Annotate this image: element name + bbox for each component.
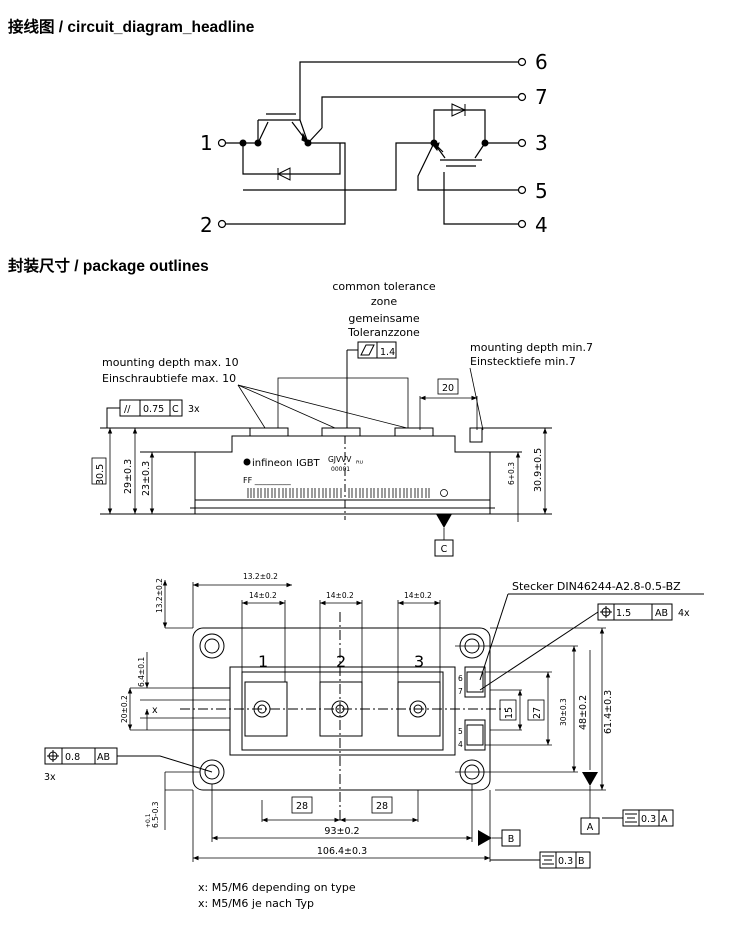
dim-48: 48±0.2 (578, 695, 589, 730)
dim-30-5: 30.5 (95, 464, 106, 485)
pin-label-1: 1 (200, 131, 213, 155)
datum-c-label: C (441, 544, 448, 555)
dim-6-5-sup: +0.1 (145, 813, 152, 828)
mounting-depth-max-text: mounting depth max. 10 (102, 356, 239, 369)
dim-14-c: 14±0.2 (404, 591, 432, 600)
hole-count: 3x (44, 772, 56, 783)
dim-61-4: 61.4±0.3 (603, 690, 614, 734)
parallelism-datum: C (172, 404, 179, 415)
package-outlines-heading: 封装尺寸 / package outlines (8, 258, 209, 275)
dim-106-4: 106.4±0.3 (317, 846, 367, 857)
common-tolerance-text-4: Toleranzzone (347, 326, 420, 339)
circuit-diagram-heading: 接线图 / circuit_diagram_headline (8, 19, 255, 36)
parallelism-value: 0.75 (143, 404, 164, 415)
terminal-label-3: 3 (414, 652, 424, 671)
dim-23: 23±0.3 (141, 461, 152, 496)
connector-count: 4x (678, 608, 690, 619)
flat-a-datum: A (661, 814, 668, 825)
parallelism-count: 3x (188, 404, 200, 415)
connector-tol: 1.5 (616, 608, 631, 619)
dim-15: 15 (504, 707, 515, 719)
dim-14-a: 14±0.2 (249, 591, 277, 600)
einschraubtiefe-text: Einschraubtiefe max. 10 (102, 372, 236, 385)
dim-27: 27 (532, 707, 543, 719)
side-view: common tolerance zone gemeinsame Toleran… (91, 280, 593, 557)
common-tolerance-text-1: common tolerance (332, 280, 436, 293)
tolerance-value: 1.4 (380, 347, 395, 358)
dim-93: 93±0.2 (324, 826, 359, 837)
top-view: 1 2 3 6 7 5 4 Stecker DIN46244-A2.8-0.5-… (44, 572, 704, 869)
dim-20: 20 (442, 383, 454, 394)
note-line-1: x: M5/M6 depending on type (198, 881, 356, 894)
dim-6: 6+0.3 (507, 462, 516, 485)
pin-label-6: 6 (535, 50, 548, 74)
notes: x: M5/M6 depending on type x: M5/M6 je n… (198, 881, 356, 910)
flat-b-value: 0.3 (558, 856, 573, 867)
einstecktiefe-text: Einstecktiefe min.7 (470, 355, 576, 368)
dim-6-4: 6.4±0.1 (137, 657, 146, 687)
hole-datum: AB (97, 752, 110, 763)
note-line-2: x: M5/M6 je nach Typ (198, 897, 314, 910)
circuit-diagram (217, 57, 527, 229)
pin-label-4: 4 (535, 213, 548, 237)
code-text-1: GJVVV (328, 455, 352, 464)
hole-tol: 0.8 (65, 752, 80, 763)
product-text: IGBT (296, 458, 321, 469)
flat-a-value: 0.3 (641, 814, 656, 825)
aux-pin-label-7: 7 (458, 687, 463, 696)
dim-13-2-vertical: 13.2±0.2 (155, 578, 164, 613)
connector-label: Stecker DIN46244-A2.8-0.5-BZ (512, 580, 681, 593)
pin-label-7: 7 (535, 85, 548, 109)
dim-30-3: 30±0.3 (559, 698, 568, 726)
aux-pin-label-6: 6 (458, 674, 463, 683)
aux-pin-label-5: 5 (458, 727, 463, 736)
dim-30-9: 30.9±0.5 (533, 448, 544, 492)
circuit-pin-labels: 1 2 3 4 5 6 7 (200, 50, 548, 237)
dim-14-b: 14±0.2 (326, 591, 354, 600)
brand-logo-text: infineon (252, 458, 292, 469)
parallelism-symbol: // (124, 404, 131, 415)
flat-b-datum: B (578, 856, 585, 867)
terminal-label-2: 2 (336, 652, 346, 671)
pin-label-3: 3 (535, 131, 548, 155)
x-mark: x (152, 705, 158, 716)
dim-28-a: 28 (296, 801, 308, 812)
dim-13-2-horizontal: 13.2±0.2 (243, 572, 278, 581)
dim-20-vertical: 20±0.2 (120, 695, 129, 723)
mounting-depth-min-text: mounting depth min.7 (470, 341, 593, 354)
dim-29: 29±0.3 (123, 459, 134, 494)
ul-mark-icon: ᴿᵁ (356, 459, 364, 468)
common-tolerance-text-3: gemeinsame (348, 312, 419, 325)
dim-6-5: 6.5-0.3 (151, 801, 160, 828)
pin-label-2: 2 (200, 213, 213, 237)
connector-datum: AB (655, 608, 668, 619)
aux-pin-label-4: 4 (458, 740, 463, 749)
datum-b-label: B (508, 834, 515, 845)
ff-text: FF _________ (243, 476, 292, 485)
common-tolerance-text-2: zone (371, 295, 397, 308)
code-text-2: 00001 (331, 466, 350, 473)
terminal-label-1: 1 (258, 652, 268, 671)
datum-a-label: A (587, 822, 594, 833)
pin-label-5: 5 (535, 179, 548, 203)
dim-28-b: 28 (376, 801, 388, 812)
